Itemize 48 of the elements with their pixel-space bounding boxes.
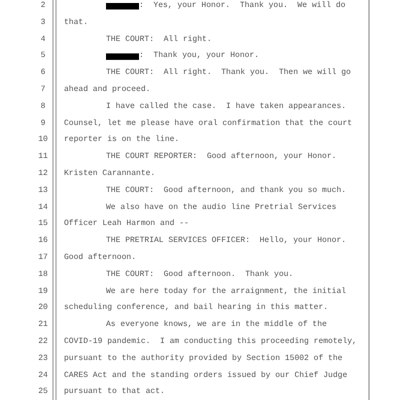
transcript-line: COVID-19 pandemic. I am conducting this proceeding remotely, — [64, 337, 357, 347]
transcript-line: pursuant to that act. — [64, 387, 165, 398]
transcript-line: scheduling conference, and bail hearing in this matter. — [64, 303, 328, 314]
line-number: 6 — [40, 68, 46, 78]
line-number: 3 — [40, 18, 46, 28]
line-number: 23 — [37, 354, 49, 364]
transcript-line: pursuant to the authority provided by Section 15002 of the — [64, 354, 342, 364]
line-number: 2 — [40, 1, 46, 11]
line-number: 10 — [37, 135, 49, 146]
transcript-line: that. — [64, 18, 88, 28]
line-number: 18 — [37, 270, 49, 280]
line-number: 13 — [37, 186, 49, 196]
transcript-line: As everyone knows, we are in the middle of the — [106, 320, 327, 330]
transcript-line: reporter is on the line. — [64, 135, 180, 146]
transcript-line: We are here today for the arraignment, the initial — [106, 286, 346, 297]
line-number: 5 — [40, 51, 46, 62]
transcript-line: THE COURT REPORTER: Good afternoon, your Honor. — [106, 152, 336, 162]
transcript-line: : Thank you, your Honor. — [139, 51, 260, 62]
transcript-line: Officer Leah Harmon and -- — [64, 219, 189, 230]
transcript-line: Good afternoon. — [64, 253, 136, 263]
line-number: 15 — [37, 219, 49, 230]
transcript-line: THE COURT: Good afternoon. Thank you. — [106, 270, 294, 280]
transcript-line: THE COURT: All right. Thank you. Then we will go — [106, 68, 351, 78]
transcript-line: CARES Act and the standing orders issued by our Chief Judge — [64, 370, 348, 381]
transcript-line: THE COURT: All right. — [106, 34, 212, 45]
line-number: 17 — [37, 253, 49, 263]
line-number: 14 — [37, 202, 49, 213]
line-number: 21 — [37, 320, 49, 330]
transcript-line: THE PRETRIAL SERVICES OFFICER: Hello, your Honor. — [106, 236, 346, 246]
line-number: 9 — [40, 118, 46, 129]
transcript-line: I have called the case. I have taken appearances. — [106, 102, 346, 112]
transcript-line: Kristen Carannante. — [64, 169, 156, 179]
line-number: 19 — [37, 286, 49, 297]
line-number: 8 — [40, 102, 46, 112]
line-number: 24 — [37, 370, 49, 381]
line-number: 4 — [40, 34, 46, 45]
transcript-line: ahead and proceed. — [64, 85, 150, 95]
line-number: 20 — [37, 303, 49, 314]
transcript-line: : Yes, your Honor. Thank you. We will do — [139, 1, 346, 11]
line-number: 16 — [37, 236, 49, 246]
line-number: 22 — [37, 337, 49, 347]
transcript-line: THE COURT: Good afternoon, and thank you so much. — [106, 186, 346, 196]
line-number: 25 — [37, 387, 49, 398]
line-number: 11 — [37, 152, 49, 162]
line-number: 12 — [37, 169, 49, 179]
line-number: 7 — [40, 85, 46, 95]
transcript-line: Counsel, let me please have oral confirmation that the court — [64, 118, 352, 129]
transcript-line: We also have on the audio line Pretrial Services — [106, 202, 336, 213]
